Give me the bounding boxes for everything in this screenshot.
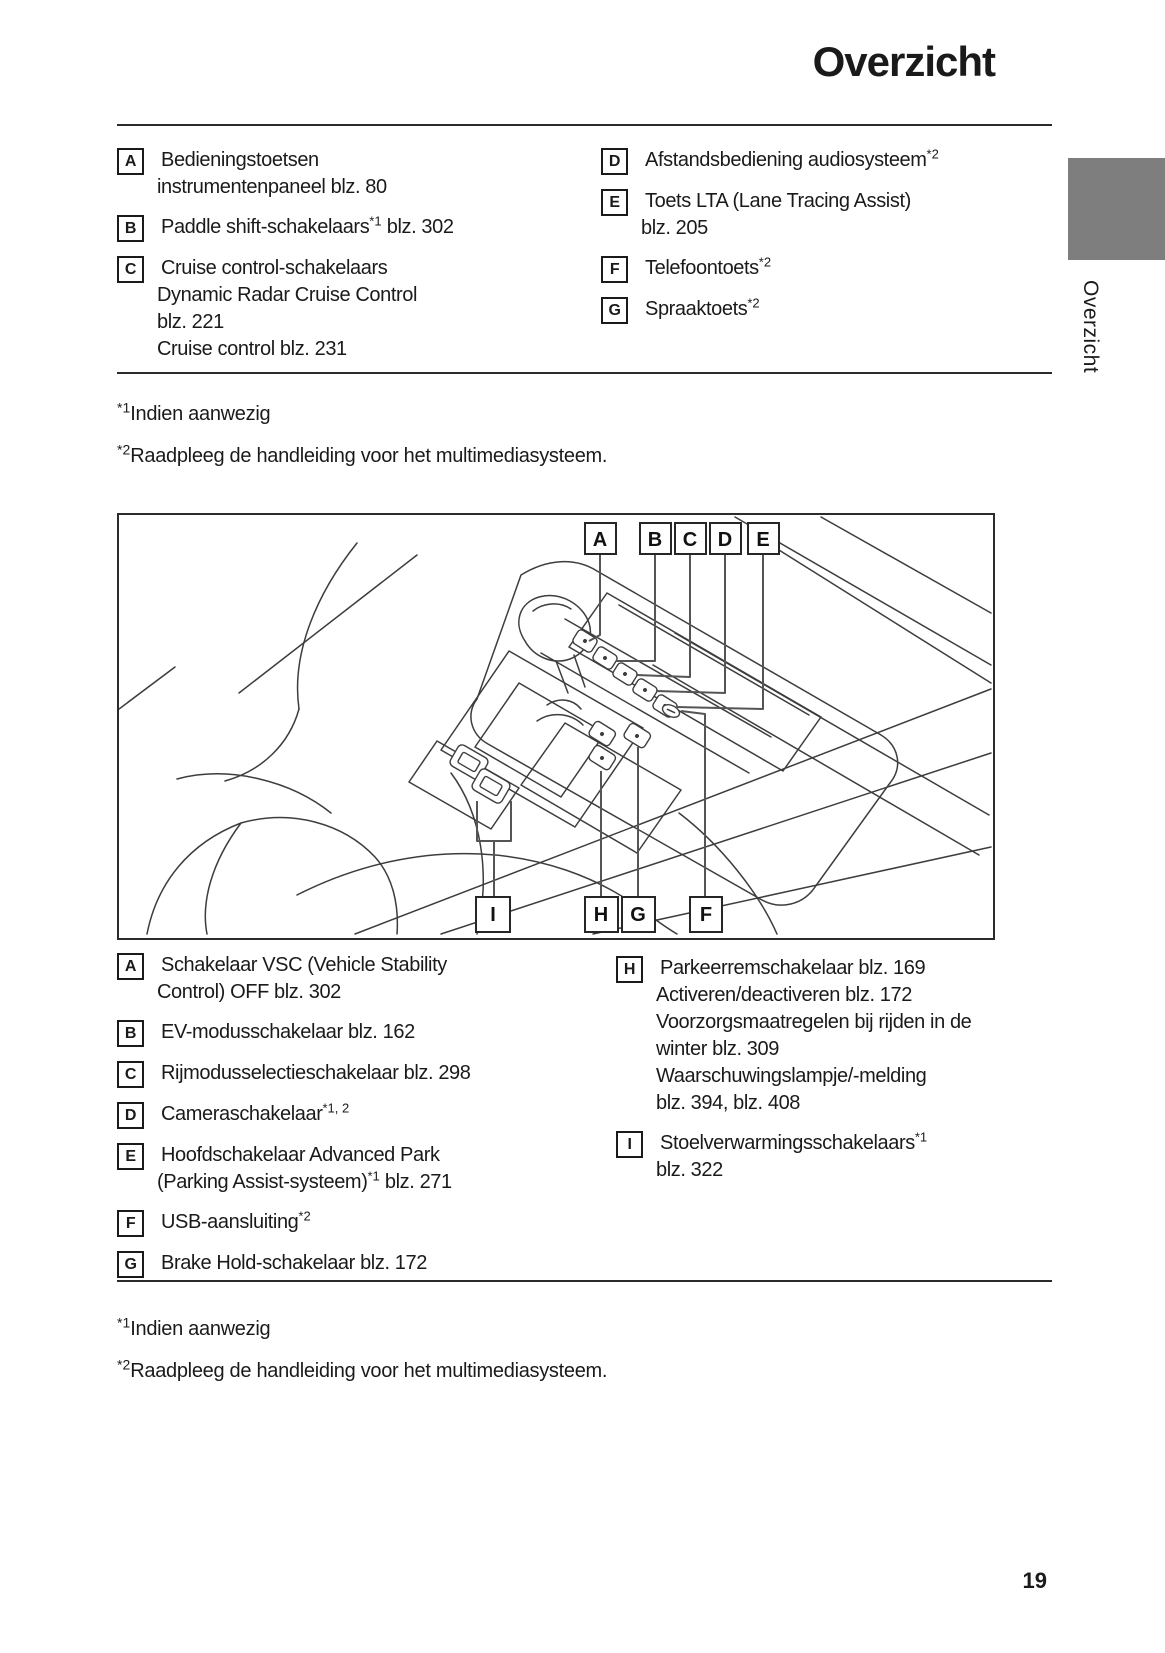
figure-label-D: D bbox=[709, 522, 742, 555]
legend-item-B: B Paddle shift-schakelaars*1 blz. 302 bbox=[117, 214, 597, 242]
legend-key-B: B bbox=[117, 215, 144, 242]
legend-key-F: F bbox=[601, 256, 628, 283]
legend-key-D: D bbox=[117, 1102, 144, 1129]
sidebar-section-label: Overzicht bbox=[1079, 280, 1102, 374]
page-number: 19 bbox=[1022, 1568, 1047, 1593]
legend-key-A: A bbox=[117, 148, 144, 175]
figure-label-A: A bbox=[584, 522, 617, 555]
legend-key-B: B bbox=[117, 1020, 144, 1047]
figure-label-B: B bbox=[639, 522, 672, 555]
legend-item-C: C Rijmodusselectieschakelaar blz. 298 bbox=[117, 1060, 607, 1088]
legend-text: USB-aansluiting*2 bbox=[161, 1208, 311, 1233]
legend-key-C: C bbox=[117, 256, 144, 283]
svg-text:H: H bbox=[594, 904, 608, 926]
console-artwork bbox=[119, 516, 992, 935]
footnote-bottom-2: *2Raadpleeg de handleiding voor het mult… bbox=[117, 1356, 608, 1382]
legend-item-F: F USB-aansluiting*2 bbox=[117, 1209, 607, 1237]
leader-lines bbox=[476, 554, 764, 897]
svg-text:D: D bbox=[718, 529, 732, 551]
legend-item-E: E Hoofdschakelaar Advanced Park(Parking A… bbox=[117, 1142, 607, 1196]
legend-text: Hoofdschakelaar Advanced Park(Parking As… bbox=[157, 1144, 452, 1193]
legend-key-F: F bbox=[117, 1210, 144, 1237]
svg-text:E: E bbox=[756, 529, 769, 551]
legend-text: Paddle shift-schakelaars*1 blz. 302 bbox=[161, 213, 454, 238]
divider-mid bbox=[117, 372, 1052, 374]
divider-bottom bbox=[117, 1280, 1052, 1282]
legend-text: Spraaktoets*2 bbox=[645, 295, 760, 320]
figure-label-G: G bbox=[621, 896, 656, 933]
figure-label-C: C bbox=[674, 522, 707, 555]
svg-text:A: A bbox=[593, 529, 607, 551]
legend-key-H: H bbox=[616, 956, 643, 983]
footnote-bottom-1: *1Indien aanwezig bbox=[117, 1314, 271, 1340]
legend-text: EV-modusschakelaar blz. 162 bbox=[161, 1021, 415, 1043]
console-line-art: A B C D E I H G F bbox=[119, 516, 992, 935]
divider-top bbox=[117, 124, 1052, 126]
legend-text: Brake Hold-schakelaar blz. 172 bbox=[161, 1252, 427, 1274]
legend-key-I: I bbox=[616, 1131, 643, 1158]
usb-port-icon bbox=[661, 704, 681, 718]
legend-item-E: E Toets LTA (Lane Tracing Assist)blz. 205 bbox=[601, 188, 1041, 242]
svg-text:F: F bbox=[700, 904, 712, 926]
figure-label-E: E bbox=[747, 522, 780, 555]
footnote-top-2: *2Raadpleeg de handleiding voor het mult… bbox=[117, 441, 608, 467]
legend-item-D: D Cameraschakelaar*1, 2 bbox=[117, 1101, 607, 1129]
svg-text:C: C bbox=[683, 529, 697, 551]
svg-text:G: G bbox=[630, 904, 646, 926]
figure-label-I: I bbox=[475, 896, 511, 933]
legend-key-C: C bbox=[117, 1061, 144, 1088]
legend-item-G: G Brake Hold-schakelaar blz. 172 bbox=[117, 1250, 607, 1278]
legend-text: Afstandsbediening audiosysteem*2 bbox=[645, 146, 939, 171]
console-buttons bbox=[449, 629, 681, 804]
legend-item-F: F Telefoontoets*2 bbox=[601, 255, 1041, 283]
legend-key-A: A bbox=[117, 953, 144, 980]
svg-text:I: I bbox=[490, 904, 496, 926]
legend-key-E: E bbox=[117, 1143, 144, 1170]
legend-key-D: D bbox=[601, 148, 628, 175]
page-title: Overzicht bbox=[812, 38, 996, 85]
legend-item-B: B EV-modusschakelaar blz. 162 bbox=[117, 1019, 607, 1047]
footnote-top-1: *1Indien aanwezig bbox=[117, 399, 271, 425]
legend-item-G: G Spraaktoets*2 bbox=[601, 296, 1041, 324]
legend-key-G: G bbox=[601, 297, 628, 324]
figure-label-F: F bbox=[689, 896, 723, 933]
legend-item-D: D Afstandsbediening audiosysteem*2 bbox=[601, 147, 1041, 175]
figure-label-H: H bbox=[584, 896, 619, 933]
sidebar-section-marker bbox=[1068, 158, 1165, 260]
legend-key-G: G bbox=[117, 1251, 144, 1278]
legend-text: Rijmodusselectieschakelaar blz. 298 bbox=[161, 1062, 471, 1084]
legend-text: Cameraschakelaar*1, 2 bbox=[161, 1100, 350, 1125]
legend-text: Telefoontoets*2 bbox=[645, 254, 772, 279]
legend-key-E: E bbox=[601, 189, 628, 216]
figure-center-console-diagram: A B C D E I H G F bbox=[117, 513, 995, 940]
legend-text: Toets LTA (Lane Tracing Assist)blz. 205 bbox=[641, 190, 911, 239]
svg-text:B: B bbox=[648, 529, 662, 551]
